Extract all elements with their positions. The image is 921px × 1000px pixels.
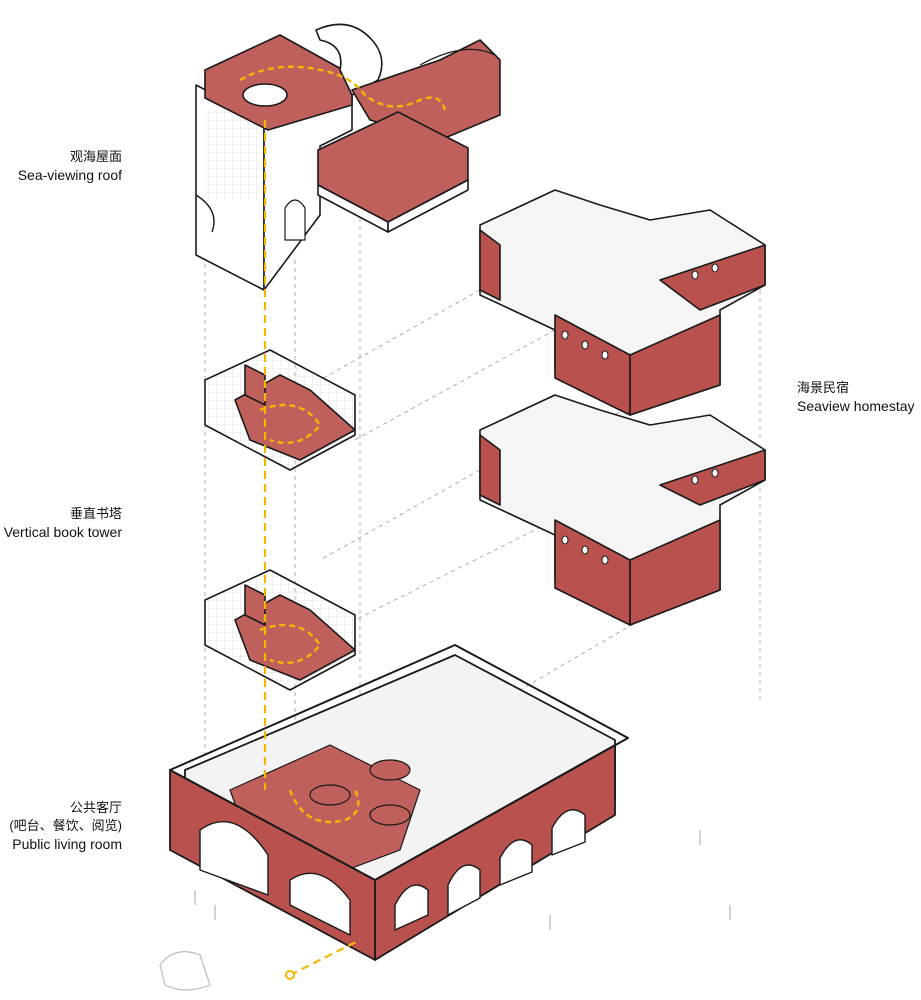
- tower-label-cn: 垂直书塔: [69, 506, 122, 521]
- living-label-cn: 公共客厅: [69, 800, 122, 815]
- roof-label-cn: 观海屋面: [69, 149, 122, 164]
- homestay-label-cn: 海景民宿: [797, 380, 850, 395]
- book-tower-lower: [204, 569, 356, 691]
- car-sketch: [159, 951, 211, 991]
- living-label-en: Public living room: [12, 836, 122, 852]
- living-room: [169, 644, 629, 961]
- start-point: [285, 970, 295, 980]
- roof-label: 观海屋面 Sea-viewing roof: [18, 148, 122, 184]
- living-label: 公共客厅 (吧台、餐饮、阅览) Public living room: [9, 799, 122, 853]
- homestay-upper: [479, 189, 766, 416]
- living-label-cn-sub: (吧台、餐饮、阅览): [9, 818, 122, 833]
- homestay-label-en: Seaview homestay: [797, 398, 915, 414]
- homestay-label: 海景民宿 Seaview homestay: [797, 379, 915, 415]
- circulation-path: [263, 120, 361, 976]
- people-silhouettes: [194, 830, 731, 930]
- tower-label-en: Vertical book tower: [3, 524, 122, 540]
- book-tower-upper: [204, 349, 356, 471]
- homestay-lower: [479, 394, 766, 626]
- tower-label: 垂直书塔 Vertical book tower: [4, 505, 122, 541]
- roof-label-en: Sea-viewing roof: [17, 167, 122, 183]
- roof-block: [195, 23, 501, 291]
